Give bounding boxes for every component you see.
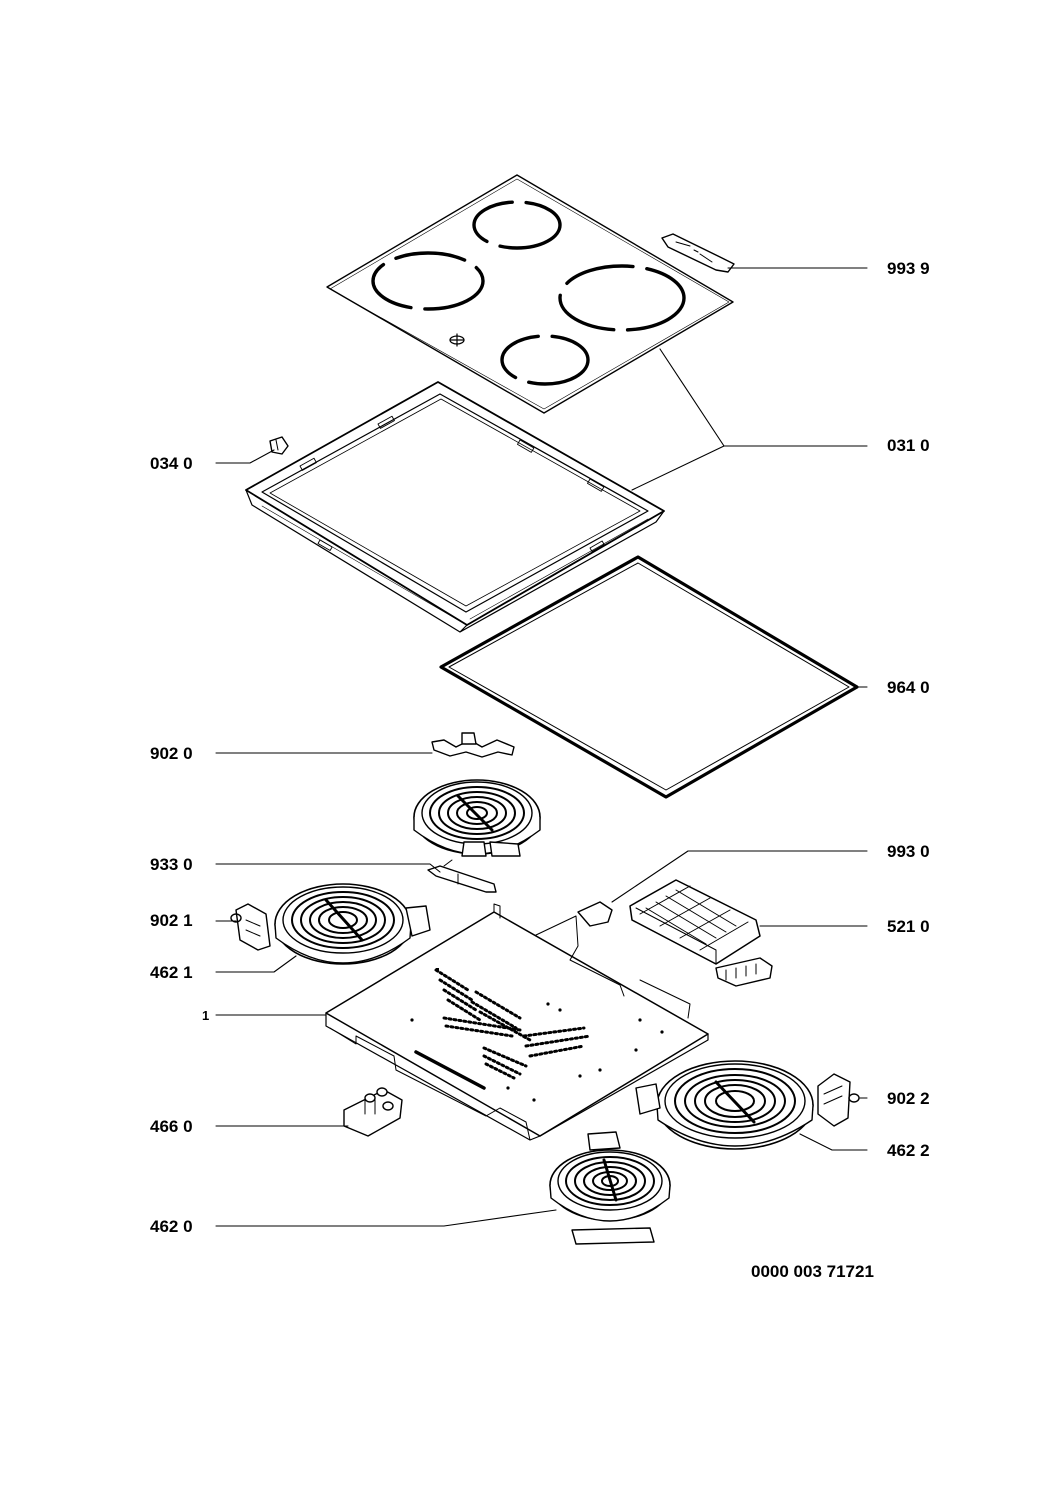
part-label-9022: 902 2: [887, 1089, 930, 1108]
part-label-4622: 462 2: [887, 1141, 930, 1160]
drawing-code: 0000 003 71721: [751, 1262, 874, 1281]
part-label-9640: 964 0: [887, 678, 930, 697]
radiant-heater-top: [414, 780, 540, 856]
clip-part-9930: [578, 902, 612, 926]
part-label-1: 1: [202, 1008, 210, 1023]
terminal-block: [630, 880, 772, 986]
clip-part-0340: [270, 437, 288, 454]
part-label-9930: 993 0: [887, 842, 930, 861]
part-label-4660: 466 0: [150, 1117, 193, 1136]
radiant-heater-bottom: [550, 1132, 670, 1244]
component-4660: [344, 1088, 402, 1136]
base-tray: [326, 904, 708, 1140]
cooktop-frame: [246, 382, 664, 632]
bracket-part-9022: [818, 1074, 859, 1126]
part-label-0340: 034 0: [150, 454, 193, 473]
part-label-9939: 993 9: [887, 259, 930, 278]
part-label-9330: 933 0: [150, 855, 193, 874]
bracket-part-9021: [231, 904, 270, 950]
part-label-4621: 462 1: [150, 963, 193, 982]
part-label-5210: 521 0: [887, 917, 930, 936]
radiant-heater-left: [275, 884, 430, 964]
temperature-limiter-9330: [428, 860, 496, 892]
part-label-9020: 902 0: [150, 744, 193, 763]
bracket-part-9020: [432, 733, 514, 757]
part-label-4620: 462 0: [150, 1217, 193, 1236]
part-label-0310: 031 0: [887, 436, 930, 455]
ceramic-glass-top: [327, 175, 733, 413]
leader-lines: [216, 268, 867, 1226]
radiant-heater-right: [636, 1061, 813, 1149]
part-label-9021: 902 1: [150, 911, 193, 930]
